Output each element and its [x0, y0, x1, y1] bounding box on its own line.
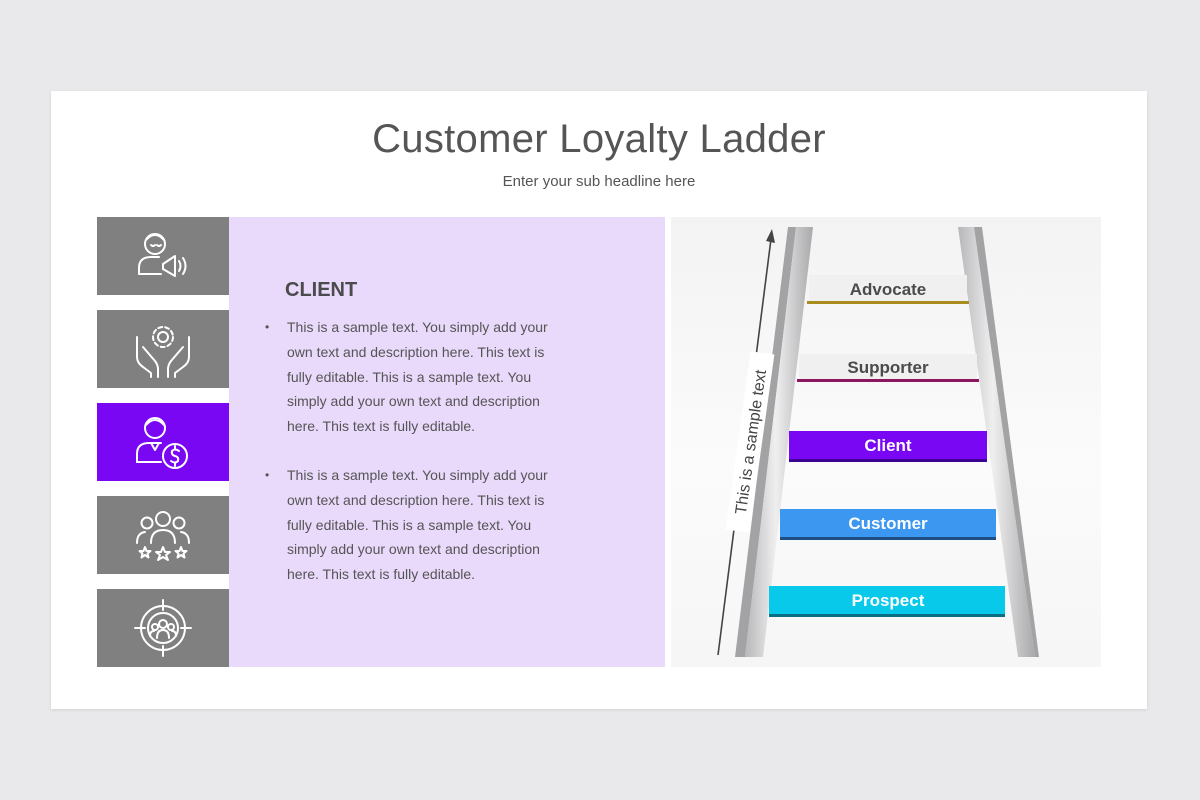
- prospect-target-group-icon: [134, 599, 192, 657]
- slide-title: Customer Loyalty Ladder: [372, 117, 826, 161]
- bullet-item: This is a sample text. You simply add yo…: [265, 463, 555, 587]
- slide: Customer Loyalty Ladder Enter your sub h…: [51, 91, 1147, 709]
- right-rail: [958, 227, 1035, 657]
- supporter-hands-gear-icon: [136, 326, 190, 378]
- section-heading: CLIENT: [285, 279, 358, 301]
- advocate-megaphone-icon: [138, 233, 187, 277]
- stage-tab-advocate[interactable]: [97, 217, 229, 295]
- step-advocate[interactable]: Advocate: [807, 275, 969, 304]
- bullet-list: This is a sample text. You simply add yo…: [265, 315, 555, 611]
- left-rail: [735, 227, 796, 657]
- step-client[interactable]: Client: [789, 431, 987, 462]
- stage-tab-client[interactable]: [97, 403, 229, 481]
- stage-tab-customer[interactable]: [97, 496, 229, 574]
- stage-tab-prospect[interactable]: [97, 589, 229, 667]
- step-label: Advocate: [850, 280, 927, 299]
- step-supporter[interactable]: Supporter: [797, 354, 979, 382]
- slide-subtitle: Enter your sub headline here: [502, 173, 696, 190]
- step-label: Supporter: [847, 358, 929, 377]
- arrow-head-icon: [766, 229, 775, 243]
- description-panel: CLIENT This is a sample text. You simply…: [229, 217, 665, 667]
- step-label: Prospect: [852, 591, 925, 610]
- step-prospect[interactable]: Prospect: [769, 586, 1005, 617]
- step-label: Customer: [848, 514, 928, 533]
- bullet-item: This is a sample text. You simply add yo…: [265, 315, 555, 439]
- client-dollar-icon: [136, 417, 188, 469]
- right-rail-face: [974, 227, 1039, 657]
- step-label: Client: [864, 436, 912, 455]
- stage-tab-supporter[interactable]: [97, 310, 229, 388]
- loyalty-ladder: This is a sample text Advocate Supporter…: [671, 217, 1101, 667]
- left-rail-face: [745, 227, 813, 657]
- ladder-diagram: This is a sample text Advocate Supporter…: [717, 227, 1039, 657]
- step-customer[interactable]: Customer: [780, 509, 996, 540]
- customer-group-stars-icon: [136, 511, 190, 561]
